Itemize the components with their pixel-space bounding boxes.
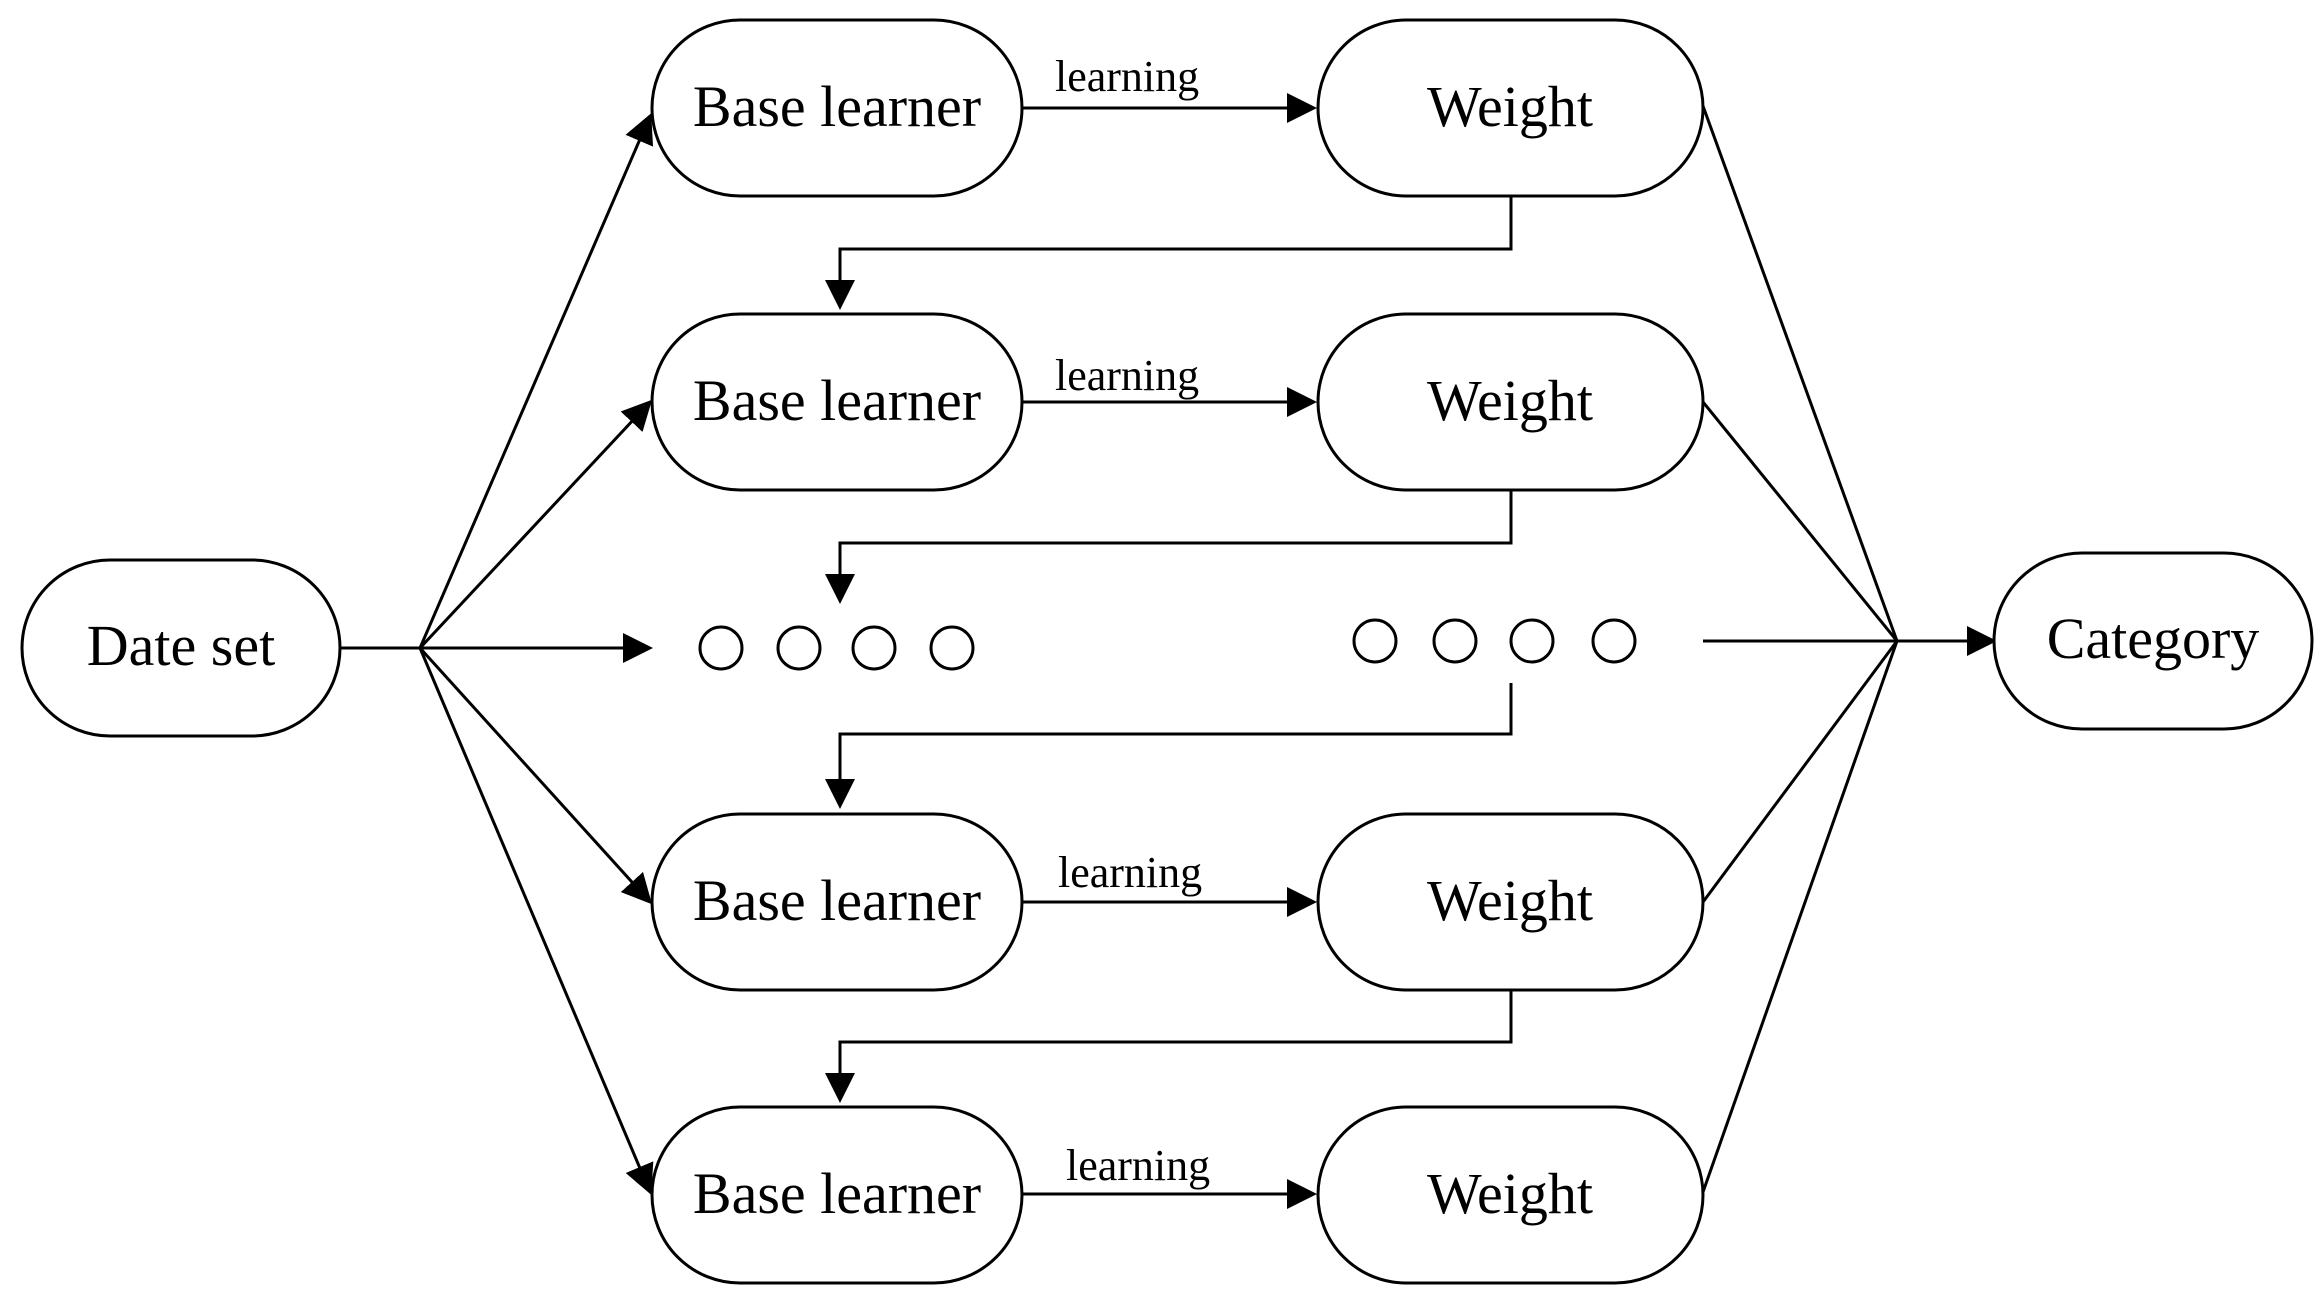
weight-node-2: Weight [1316, 312, 1705, 492]
ellipsis-dot [1591, 618, 1637, 664]
weight-node-1: Weight [1316, 18, 1705, 198]
ellipsis-dot [851, 625, 897, 671]
edge-to-learner-3 [418, 646, 653, 905]
weight-node-3: Weight [1316, 812, 1705, 992]
ellipsis-dot [1352, 618, 1398, 664]
dataset-label: Date set [87, 613, 275, 678]
learning-label-2: learning [1055, 351, 1199, 400]
base-learner-label: Base learner [693, 368, 981, 433]
dataset-node: Date set [20, 558, 342, 738]
weight-node-4: Weight [1316, 1105, 1705, 1285]
base-learner-node-2: Base learner [650, 312, 1024, 492]
base-learner-node-1: Base learner [650, 18, 1024, 198]
learning-label-1: learning [1055, 52, 1199, 101]
edge-to-learner-4 [418, 647, 654, 1195]
edge-from-weight-2 [1701, 401, 1899, 642]
feedback-1 [825, 196, 1513, 310]
ellipsis-dot [698, 625, 744, 671]
base-learner-label: Base learner [693, 1161, 981, 1226]
weight-label: Weight [1427, 1161, 1593, 1226]
feedback-4 [825, 990, 1513, 1103]
edge-to-learner-1 [418, 113, 654, 649]
category-label: Category [2047, 606, 2260, 671]
base-learner-label: Base learner [693, 74, 981, 139]
base-learner-node-4: Base learner [650, 1105, 1024, 1285]
ellipsis-dot [929, 625, 975, 671]
ellipsis-right [1352, 618, 1637, 664]
feedback-3 [825, 683, 1513, 809]
output-edges [1701, 105, 1997, 1193]
ellipsis-dot [776, 625, 822, 671]
learning-edges: learning learning learning learning [1022, 52, 1317, 1209]
edge-from-weight-4 [1701, 640, 1899, 1193]
ellipsis-left [698, 625, 975, 671]
edge-from-weight-1 [1701, 105, 1899, 642]
edge-from-weight-3 [1701, 640, 1899, 903]
edge-to-learner-2 [418, 399, 653, 650]
learning-label-3: learning [1058, 848, 1202, 897]
ellipsis-dot [1432, 618, 1478, 664]
weight-label: Weight [1427, 74, 1593, 139]
learning-label-4: learning [1066, 1141, 1210, 1190]
ellipsis-dot [1509, 618, 1555, 664]
weight-label: Weight [1427, 368, 1593, 433]
feedback-edges [825, 196, 1513, 1103]
base-learner-label: Base learner [693, 868, 981, 933]
feedback-2 [825, 490, 1513, 604]
base-learner-node-3: Base learner [650, 812, 1024, 992]
input-edges [340, 113, 654, 1195]
category-node: Category [1992, 551, 2314, 731]
weight-label: Weight [1427, 868, 1593, 933]
